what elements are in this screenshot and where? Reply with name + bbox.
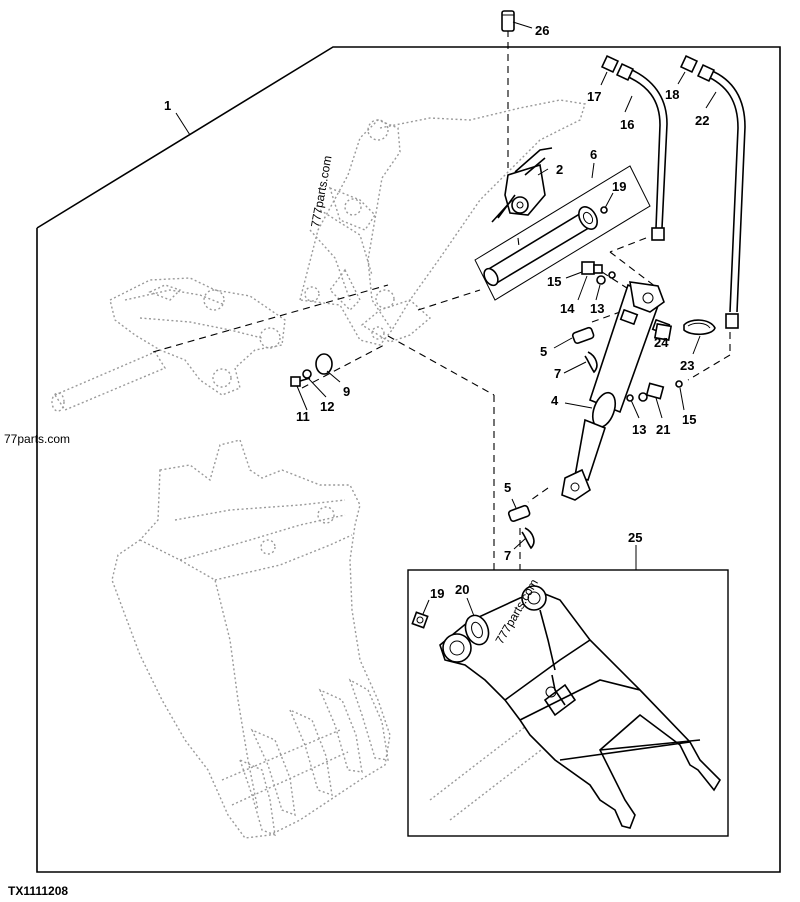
callout-5-lower: 5 [504,480,511,495]
leader-lines [175,21,717,617]
callout-13-lower: 13 [632,422,646,437]
ghost-bucket [111,439,391,839]
pin-26 [501,10,515,32]
fittings-upper [581,261,616,285]
callout-19-inset: 19 [430,586,444,601]
ghost-coupler [51,277,286,412]
pin-5-lower [507,504,535,550]
hose-16 [600,54,668,241]
ghost-arm [299,99,586,346]
callout-22: 22 [695,113,709,128]
callout-15-lower: 15 [682,412,696,427]
bushing-20 [411,611,490,646]
callout-25: 25 [628,530,642,545]
kit-box-6 [474,165,651,301]
pin-5-upper [571,326,598,374]
callout-14: 14 [560,301,575,316]
callout-2: 2 [556,162,563,177]
fittings-right [626,380,683,402]
callout-7-upper: 7 [554,366,561,381]
callout-12: 12 [320,399,334,414]
main-assembly-frame [36,46,781,873]
figure-id: TX1111208 [8,884,68,898]
callout-labels: 26 1 2 6 19 17 16 18 22 15 14 13 5 7 24 … [164,23,709,601]
parts-23-24 [653,319,716,342]
hardware-9-11-12 [290,353,333,387]
callout-20: 20 [455,582,469,597]
callout-5-upper: 5 [540,344,547,359]
callout-4: 4 [551,393,559,408]
hydraulic-cylinder-4 [561,281,671,501]
callout-19-upper: 19 [612,179,626,194]
callout-1: 1 [164,98,171,113]
watermark-arm: 777parts.com [308,154,334,228]
callout-15-upper: 15 [547,274,561,289]
callout-13-upper: 13 [590,301,604,316]
callout-17: 17 [587,89,601,104]
callout-16: 16 [620,117,634,132]
coupler-25 [439,585,722,829]
callout-6: 6 [590,147,597,162]
watermark-left: 77parts.com [4,432,70,446]
callout-21: 21 [656,422,670,437]
clamp-bracket-2 [491,147,553,223]
callout-18: 18 [665,87,679,102]
hose-22 [679,54,746,329]
callout-7-lower: 7 [504,548,511,563]
callout-24: 24 [654,335,669,350]
callout-9: 9 [343,384,350,399]
callout-11: 11 [296,409,310,424]
callout-23: 23 [680,358,694,373]
callout-26: 26 [535,23,549,38]
